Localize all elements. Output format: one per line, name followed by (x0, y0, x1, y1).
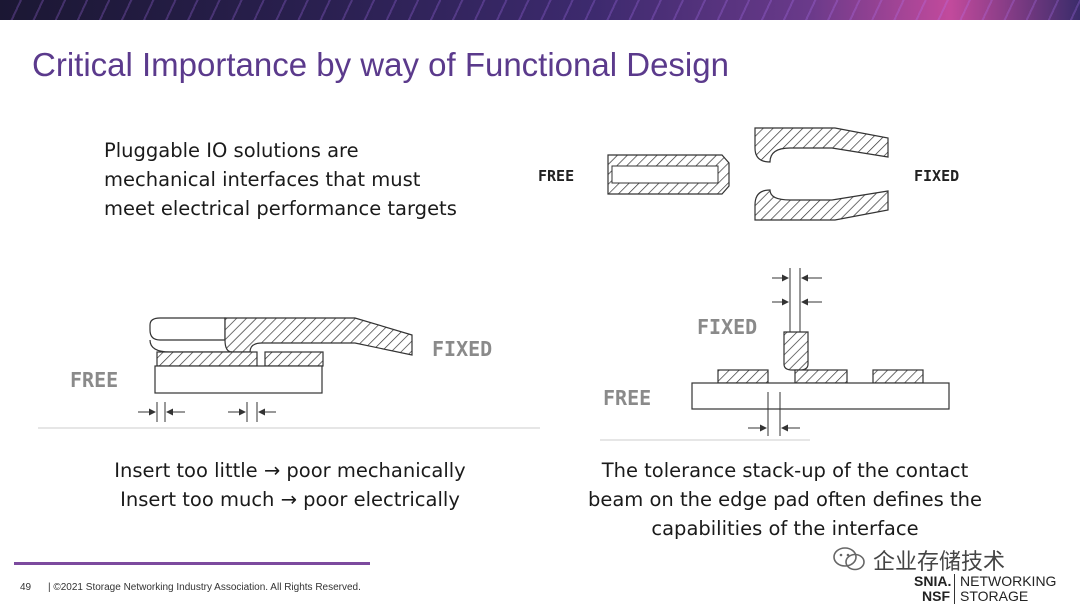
edge-pad-right (264, 351, 324, 367)
fixed-beam-lower (754, 189, 889, 221)
caption-line: Insert too little → poor mechanically (114, 459, 466, 482)
edge-pad-left (156, 351, 258, 367)
right-tolerance-diagram (600, 268, 950, 441)
slide-title: Critical Importance by way of Functional… (32, 46, 729, 83)
pad-1 (717, 369, 769, 384)
free-blade-core (611, 165, 719, 184)
snia-logo: SNIA. NSF (914, 573, 952, 604)
intro-line: meet electrical performance targets (104, 197, 457, 220)
intro-line: mechanical interfaces that must (104, 168, 421, 191)
left-free-label: FREE (70, 368, 119, 392)
logo-name: NETWORKING STORAGE (960, 573, 1057, 604)
left-caption: Insert too little → poor mechanically In… (60, 456, 520, 514)
left-fixed-label: FIXED (432, 337, 493, 361)
right-fixed-label: FIXED (697, 315, 758, 339)
caption-line: Insert too much → poor electrically (120, 488, 460, 511)
fixed-contact-beam (224, 317, 413, 356)
fixed-housing (149, 317, 226, 341)
footer-divider (14, 562, 370, 565)
caption-line: beam on the edge pad often defines the (587, 488, 983, 511)
top-free-label: FREE (538, 167, 575, 185)
right-free-label: FREE (603, 386, 652, 410)
right-caption: The tolerance stack-up of the contact be… (570, 456, 1000, 543)
fixed-housing-curve (149, 339, 232, 353)
intro-line: Pluggable IO solutions are (104, 139, 359, 162)
left-insertion-diagram (38, 317, 540, 429)
pad-3 (872, 369, 924, 384)
free-board (154, 365, 323, 394)
pad-2 (794, 369, 848, 384)
top-fixed-label: FIXED (914, 167, 960, 185)
fixed-beam-upper (754, 127, 889, 163)
free-board (691, 382, 950, 410)
intro-text: Pluggable IO solutions are mechanical in… (104, 136, 504, 223)
copyright-text: | ©2021 Storage Networking Industry Asso… (48, 582, 361, 593)
contact-beam (783, 331, 809, 371)
watermark-text: 企业存储技术 (873, 549, 1006, 574)
caption-line: The tolerance stack-up of the contact (601, 459, 969, 482)
caption-line: capabilities of the interface (651, 517, 919, 540)
top-connector-diagram (607, 127, 889, 221)
wechat-icon (833, 547, 865, 571)
logo-separator (954, 574, 955, 604)
header-banner (0, 0, 1080, 20)
page-number: 49 (20, 582, 32, 593)
